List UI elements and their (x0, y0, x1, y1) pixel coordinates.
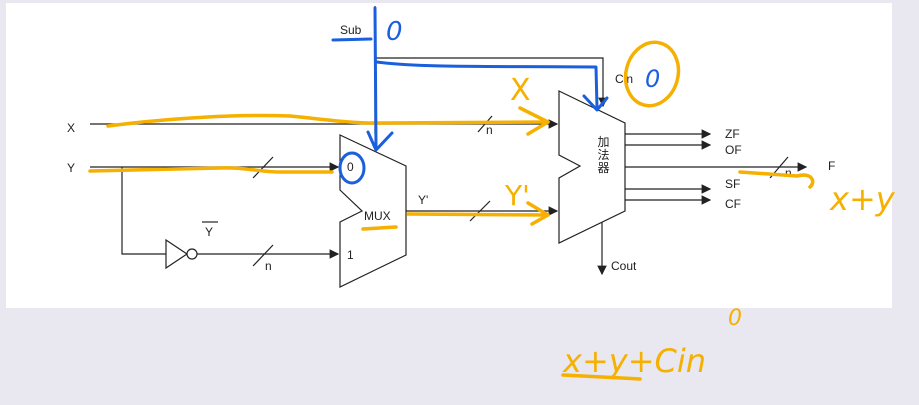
mux-output-label: Y' (418, 193, 428, 207)
result-annotation: x+y (829, 180, 896, 218)
adder-outputs: n ZF OF F SF CF (625, 127, 835, 211)
mux-input-1: 1 (347, 248, 354, 262)
mux: MUX 0 1 Y' (339, 134, 559, 288)
of-label: OF (725, 143, 742, 157)
mux-input-0: 0 (347, 160, 354, 174)
sf-label: SF (725, 177, 740, 191)
y-input: Y n Y (67, 156, 340, 273)
x-annotation: X (510, 73, 531, 108)
f-label: F (828, 159, 835, 173)
y-not-label: Y (205, 225, 213, 239)
sub-value-annotation: 0 (386, 17, 403, 47)
cout-label: Cout (611, 259, 637, 273)
bus-width-label: n (785, 166, 792, 180)
blue-annotations: 0 0 0 (331, 6, 660, 185)
x-label: X (67, 121, 75, 135)
orange-annotations: X Y' x+y x+y+Cin 0 (88, 40, 896, 381)
cf-label: CF (725, 197, 741, 211)
cin-value-annotation: 0 (645, 65, 660, 93)
formula-cin-value: 0 (728, 306, 742, 331)
bus-width-label: n (265, 259, 272, 273)
slide-panel (6, 3, 892, 308)
formula-annotation: x+y+Cin (562, 342, 706, 380)
mux-label: MUX (364, 209, 391, 223)
y-prime-annotation: Y' (504, 179, 530, 212)
y-label: Y (67, 161, 75, 175)
adder-label: 加法器 (596, 135, 610, 174)
sub-label: Sub (340, 23, 362, 37)
zf-label: ZF (725, 127, 740, 141)
bus-width-label: n (486, 123, 493, 137)
inverter-gate (165, 238, 189, 270)
